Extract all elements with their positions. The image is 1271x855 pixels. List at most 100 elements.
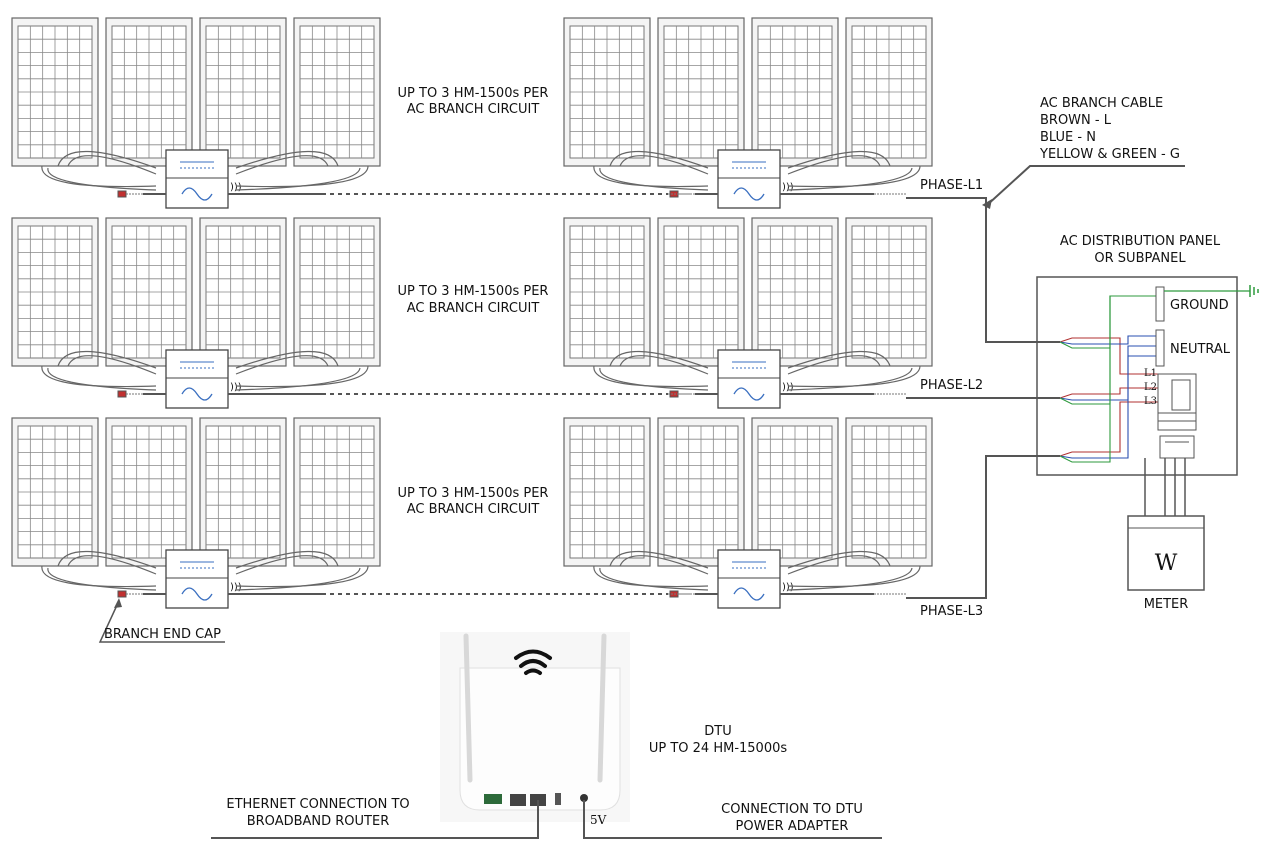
- meter-terminal-block: [1159, 435, 1195, 459]
- dtu-antenna-left: [463, 633, 473, 783]
- branch-label-line1: UP TO 3 HM-1500s PER: [398, 86, 549, 101]
- svg-text:))): ))): [782, 182, 794, 193]
- meter-symbol: W: [1155, 551, 1178, 576]
- meter-label: METER: [1144, 597, 1189, 612]
- dtu-subtitle: UP TO 24 HM-15000s: [649, 741, 788, 756]
- dtu-usb-port: [555, 793, 561, 805]
- cable-yellow-green: YELLOW & GREEN - G: [1039, 147, 1180, 162]
- microinverters: )))))))))))))))))): [165, 149, 794, 609]
- branch-end-cap-label: BRANCH END CAP: [104, 627, 221, 642]
- microinverter: ))): [165, 349, 242, 409]
- solar-panel-arrays: [11, 17, 933, 567]
- solar-panel: [11, 417, 99, 567]
- cable-brown: BROWN - L: [1040, 113, 1112, 128]
- panel-enclosure: [1036, 276, 1238, 476]
- neutral-label: NEUTRAL: [1170, 342, 1231, 357]
- breaker-switch: [1171, 379, 1191, 411]
- ethernet-label-line2: BROADBAND ROUTER: [247, 814, 390, 829]
- solar-panel: [657, 217, 745, 367]
- solar-panel: [657, 417, 745, 567]
- svg-text:))): ))): [230, 182, 242, 193]
- svg-text:))): ))): [782, 582, 794, 593]
- ac-wiring: [41, 150, 1158, 599]
- microinverter: ))): [165, 549, 242, 609]
- dc-leads: [41, 550, 369, 591]
- microinverter: ))): [717, 149, 794, 209]
- breaker-l1-label: L1: [1144, 368, 1157, 379]
- phase-l1-label: PHASE-L1: [920, 178, 983, 193]
- solar-panel: [293, 217, 381, 367]
- dtu-device: DTU UP TO 24 HM-15000s 5V: [440, 632, 787, 827]
- wifi-icon: [514, 649, 552, 675]
- branch-label-line1: UP TO 3 HM-1500s PER: [398, 486, 549, 501]
- solar-panel: [293, 17, 381, 167]
- solar-panel: [199, 217, 287, 367]
- branch-circuit-label-1: UP TO 3 HM-1500s PER AC BRANCH CIRCUIT: [398, 86, 549, 117]
- panel-title-line1: AC DISTRIBUTION PANEL: [1060, 234, 1221, 249]
- panel-conductors: [1059, 295, 1158, 375]
- branch-end-cap-icon: [117, 590, 127, 598]
- dtu-antenna-right: [597, 633, 607, 783]
- dc-leads: [41, 350, 369, 391]
- microinverter: ))): [165, 149, 242, 209]
- solar-panel: [11, 217, 99, 367]
- svg-text:))): ))): [230, 382, 242, 393]
- ac-distribution-panel: AC DISTRIBUTION PANEL OR SUBPANEL GROUND…: [1036, 234, 1259, 476]
- solar-panel: [751, 217, 839, 367]
- solar-panel: [563, 417, 651, 567]
- home-run-cables: [906, 197, 1060, 599]
- solar-panel: [563, 217, 651, 367]
- power-adapter-connection: CONNECTION TO DTU POWER ADAPTER: [583, 800, 882, 839]
- ac-branch-cable-legend: AC BRANCH CABLE BROWN - L BLUE - N YELLO…: [982, 96, 1185, 209]
- phase-l3-label: PHASE-L3: [920, 604, 983, 619]
- dtu-power-port: [580, 794, 588, 802]
- solar-panel: [293, 417, 381, 567]
- ground-bar: [1155, 286, 1165, 322]
- dtu-voltage-label: 5V: [590, 813, 607, 827]
- panel-title-line2: OR SUBPANEL: [1094, 251, 1186, 266]
- branch-end-cap-icon: [117, 190, 127, 198]
- panel-conductors: [1059, 295, 1158, 463]
- end-cap-arrowhead: [114, 598, 122, 608]
- svg-text:))): ))): [782, 382, 794, 393]
- solar-panel: [751, 417, 839, 567]
- branch-label-line1: UP TO 3 HM-1500s PER: [398, 284, 549, 299]
- branch-circuit-label-2: UP TO 3 HM-1500s PER AC BRANCH CIRCUIT: [398, 284, 549, 316]
- dtu-terminal-port: [484, 794, 502, 804]
- neutral-bar: [1155, 329, 1165, 367]
- solar-panel: [105, 217, 193, 367]
- ac-branch-cable-title: AC BRANCH CABLE: [1040, 96, 1163, 111]
- dc-leads: [593, 350, 921, 391]
- power-adapter-label-line2: POWER ADAPTER: [736, 819, 849, 834]
- solar-panel: [563, 17, 651, 167]
- svg-text:))): ))): [230, 582, 242, 593]
- solar-panel: [199, 17, 287, 167]
- branch-end-cap-callout: BRANCH END CAP: [98, 598, 225, 643]
- legend-leader-line: [985, 165, 1185, 207]
- solar-panel: [751, 17, 839, 167]
- dc-leads: [593, 150, 921, 191]
- solar-panel: [105, 417, 193, 567]
- dtu-title: DTU: [704, 724, 731, 739]
- solar-panel: [11, 17, 99, 167]
- breaker-l3-label: L3: [1144, 396, 1157, 407]
- power-adapter-label-line1: CONNECTION TO DTU: [721, 802, 863, 817]
- branch-circuit-label-3: UP TO 3 HM-1500s PER AC BRANCH CIRCUIT: [398, 486, 549, 517]
- energy-meter: W METER: [1127, 458, 1205, 612]
- solar-panel: [845, 17, 933, 167]
- solar-panel: [105, 17, 193, 167]
- solar-panel: [199, 417, 287, 567]
- branch-label-line2: AC BRANCH CIRCUIT: [407, 502, 540, 517]
- ethernet-label-line1: ETHERNET CONNECTION TO: [226, 797, 409, 812]
- solar-panel: [845, 217, 933, 367]
- branch-label-line2: AC BRANCH CIRCUIT: [407, 102, 540, 117]
- dtu-ethernet-port-1: [510, 794, 526, 806]
- dc-leads: [593, 550, 921, 591]
- solar-panel: [657, 17, 745, 167]
- legend-arrowhead: [982, 199, 992, 209]
- branch-label-line2: AC BRANCH CIRCUIT: [407, 301, 540, 316]
- dc-leads: [41, 150, 369, 191]
- ethernet-connection: ETHERNET CONNECTION TO BROADBAND ROUTER: [211, 797, 539, 839]
- microinverter: ))): [717, 349, 794, 409]
